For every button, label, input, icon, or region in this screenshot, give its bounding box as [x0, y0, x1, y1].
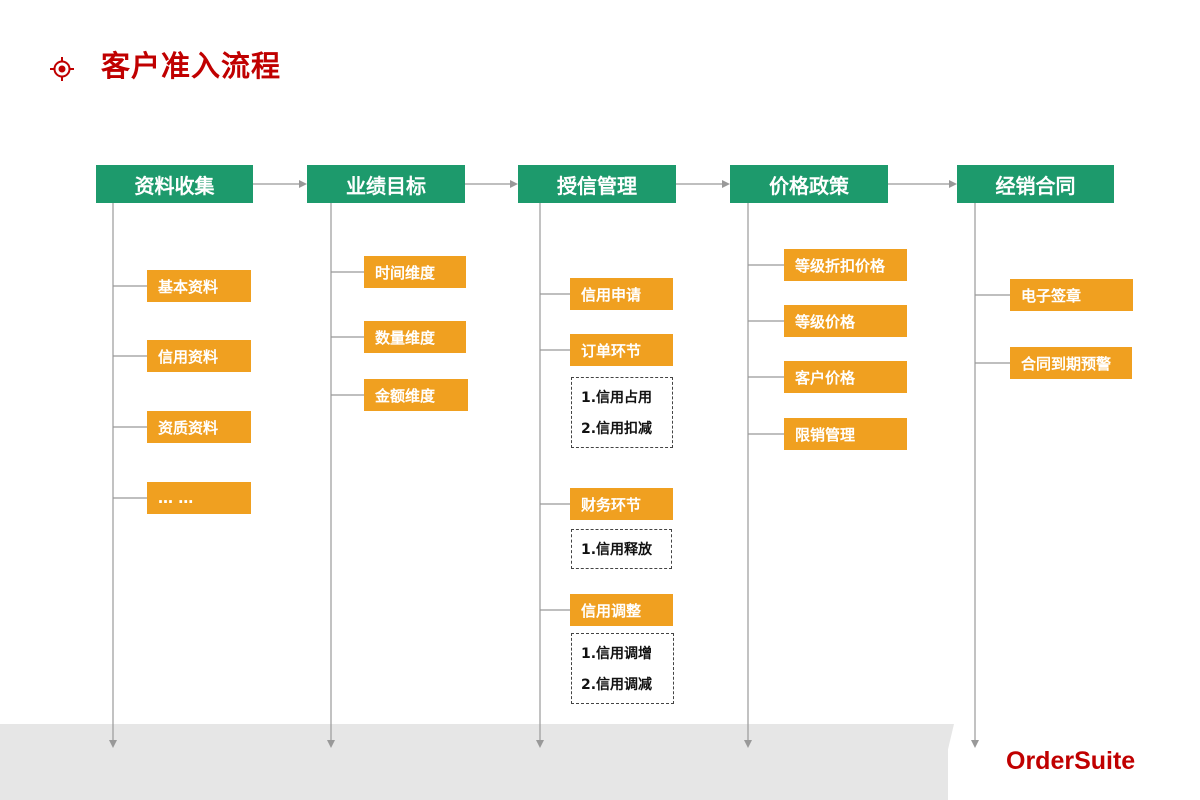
brand-logo: OrderSuite [1006, 747, 1136, 775]
target-icon [50, 57, 74, 81]
arrow-down-icon [109, 740, 117, 748]
stage-header: 资料收集 [96, 165, 253, 203]
stage-item: 基本资料 [147, 270, 251, 302]
detail-note: 1.信用调增 2.信用调减 [571, 633, 674, 704]
stage-item: 订单环节 [570, 334, 673, 366]
arrow-right-icon [510, 180, 518, 188]
stage-header: 业绩目标 [307, 165, 465, 203]
stage-item: 信用调整 [570, 594, 673, 626]
footer-divider [930, 724, 954, 800]
detail-note-line: 2.信用扣减 [581, 420, 653, 437]
arrow-right-icon [949, 180, 957, 188]
stage-item: 信用资料 [147, 340, 251, 372]
stage-header: 价格政策 [730, 165, 888, 203]
stage-header: 授信管理 [518, 165, 676, 203]
detail-note: 1.信用释放 [571, 529, 672, 569]
arrow-down-icon [744, 740, 752, 748]
stage-item: 等级折扣价格 [784, 249, 907, 281]
page-title: 客户准入流程 [101, 49, 282, 83]
stage-item: 财务环节 [570, 488, 673, 520]
arrow-down-icon [327, 740, 335, 748]
detail-note-line: 1.信用调增 [581, 645, 653, 662]
stage-item: … … [147, 482, 251, 514]
arrow-right-icon [299, 180, 307, 188]
detail-note-line: 1.信用占用 [581, 389, 653, 406]
stage-item: 时间维度 [364, 256, 466, 288]
arrow-down-icon [536, 740, 544, 748]
arrow-right-icon [722, 180, 730, 188]
stage-item: 金额维度 [364, 379, 468, 411]
stage-item: 客户价格 [784, 361, 907, 393]
stage-item: 数量维度 [364, 321, 466, 353]
detail-note: 1.信用占用 2.信用扣减 [571, 377, 673, 448]
stage-item: 限销管理 [784, 418, 907, 450]
stage-header: 经销合同 [957, 165, 1114, 203]
stage-item: 资质资料 [147, 411, 251, 443]
stage-item: 合同到期预警 [1010, 347, 1132, 379]
detail-note-line: 1.信用释放 [581, 541, 653, 558]
stage-item: 等级价格 [784, 305, 907, 337]
stage-item: 电子签章 [1010, 279, 1133, 311]
footer-brand-area [948, 724, 1200, 800]
stage-item: 信用申请 [570, 278, 673, 310]
arrow-down-icon [971, 740, 979, 748]
detail-note-line: 2.信用调减 [581, 676, 653, 693]
